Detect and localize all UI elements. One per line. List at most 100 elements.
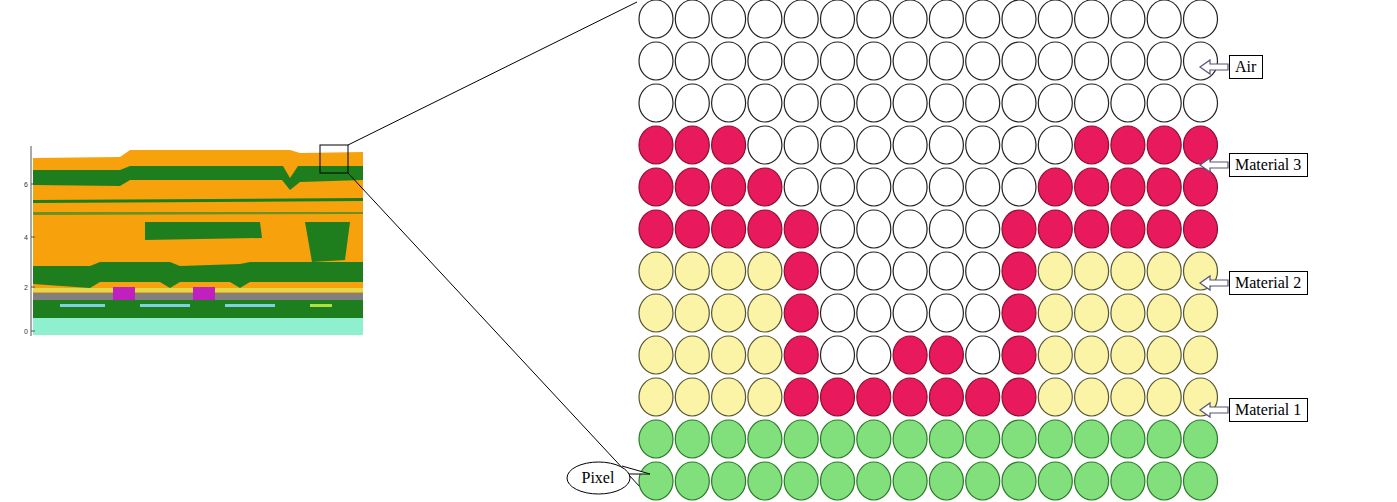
pixel-circle xyxy=(1111,252,1145,290)
pixel-circle xyxy=(893,294,927,332)
pixel-circle xyxy=(929,378,963,416)
pixel-circle xyxy=(821,126,855,164)
pixel-circle xyxy=(857,420,891,458)
pixel-circle xyxy=(1038,210,1072,248)
pixel-circle xyxy=(821,84,855,122)
pixel-circle xyxy=(1038,126,1072,164)
pixel-circle xyxy=(784,126,818,164)
pixel-circle xyxy=(1147,294,1181,332)
pixel-circle xyxy=(821,336,855,374)
pixel-circle xyxy=(1075,378,1109,416)
pixel-circle xyxy=(821,462,855,500)
pixel-circle xyxy=(1184,336,1218,374)
pixel-circle xyxy=(1075,462,1109,500)
pixel-circle xyxy=(639,378,673,416)
label-text: Pixel xyxy=(582,469,615,487)
pixel-circle xyxy=(1111,0,1145,38)
pixel-circle xyxy=(1147,84,1181,122)
pixel-circle xyxy=(748,336,782,374)
label-text: Air xyxy=(1235,58,1257,76)
pixel-circle xyxy=(639,168,673,206)
oval-shape xyxy=(567,462,630,494)
zoom-line xyxy=(348,2,637,145)
pixel-circle xyxy=(893,462,927,500)
pixel-circle xyxy=(929,168,963,206)
pixel-circle xyxy=(966,0,1000,38)
pixel-circle xyxy=(893,336,927,374)
pixel-circle xyxy=(857,336,891,374)
pixel-circle xyxy=(1111,462,1145,500)
pixel-circle xyxy=(1147,378,1181,416)
pixel-circle xyxy=(784,168,818,206)
pixel-circle xyxy=(784,462,818,500)
pixel-circle xyxy=(675,0,709,38)
pixel-circle xyxy=(1075,0,1109,38)
pixel-grid xyxy=(639,0,1218,500)
pixel-circle xyxy=(712,252,746,290)
pixel-circle xyxy=(712,126,746,164)
pixel-circle xyxy=(893,252,927,290)
label-text: Material 1 xyxy=(1235,401,1302,419)
pixel-circle xyxy=(639,0,673,38)
pointer-arrows xyxy=(1200,60,1228,417)
pixel-circle xyxy=(784,0,818,38)
pixel-circle xyxy=(1147,336,1181,374)
pixel-circle xyxy=(966,294,1000,332)
pixel-circle xyxy=(712,0,746,38)
pixel-circle xyxy=(929,336,963,374)
pixel-circle xyxy=(748,84,782,122)
pixel-circle xyxy=(712,42,746,80)
pixel-circle xyxy=(1002,168,1036,206)
pixel-circle xyxy=(639,336,673,374)
pixel-circle xyxy=(1111,378,1145,416)
pixel-circle xyxy=(929,126,963,164)
pixel-circle xyxy=(929,252,963,290)
pixel-circle xyxy=(1147,210,1181,248)
pixel-circle xyxy=(784,294,818,332)
pixel-circle xyxy=(675,294,709,332)
pixel-circle xyxy=(929,294,963,332)
pixel-circle xyxy=(1184,210,1218,248)
pixel-circle xyxy=(748,420,782,458)
pixel-circle xyxy=(929,210,963,248)
pixel-circle xyxy=(1038,252,1072,290)
axis xyxy=(31,146,35,336)
pixel-circle xyxy=(966,252,1000,290)
pixel-circle xyxy=(966,42,1000,80)
pixel-circle xyxy=(1111,168,1145,206)
pixel-circle xyxy=(784,42,818,80)
pixel-circle xyxy=(1184,84,1218,122)
pixel-circle xyxy=(966,210,1000,248)
pixel-circle xyxy=(1075,420,1109,458)
pixel-circle xyxy=(1111,294,1145,332)
pixel-circle xyxy=(675,378,709,416)
pixel-circle xyxy=(748,0,782,38)
pixel-circle xyxy=(1002,294,1036,332)
pixel-circle xyxy=(1111,42,1145,80)
pixel-circle xyxy=(639,252,673,290)
pixel-circle xyxy=(1002,378,1036,416)
pixel-circle xyxy=(821,210,855,248)
pixel-circle xyxy=(1111,210,1145,248)
label-box: Material 3 xyxy=(1229,153,1308,177)
pixel-circle xyxy=(712,420,746,458)
pixel-circle xyxy=(857,42,891,80)
pixel-circle xyxy=(1111,84,1145,122)
pixel-circle xyxy=(966,84,1000,122)
pixel-circle xyxy=(712,84,746,122)
pixel-circle xyxy=(857,210,891,248)
callout-oval: Pixel xyxy=(566,461,631,495)
pixel-circle xyxy=(675,252,709,290)
pixel-circle xyxy=(748,294,782,332)
pixel-circle xyxy=(675,336,709,374)
label-text: Material 3 xyxy=(1235,156,1302,174)
pixel-circle xyxy=(675,42,709,80)
pixel-circle xyxy=(1038,336,1072,374)
pixel-circle xyxy=(748,42,782,80)
pixel-circle xyxy=(893,42,927,80)
pixel-circle xyxy=(821,42,855,80)
pixel-circle xyxy=(966,126,1000,164)
pixel-circle xyxy=(784,378,818,416)
